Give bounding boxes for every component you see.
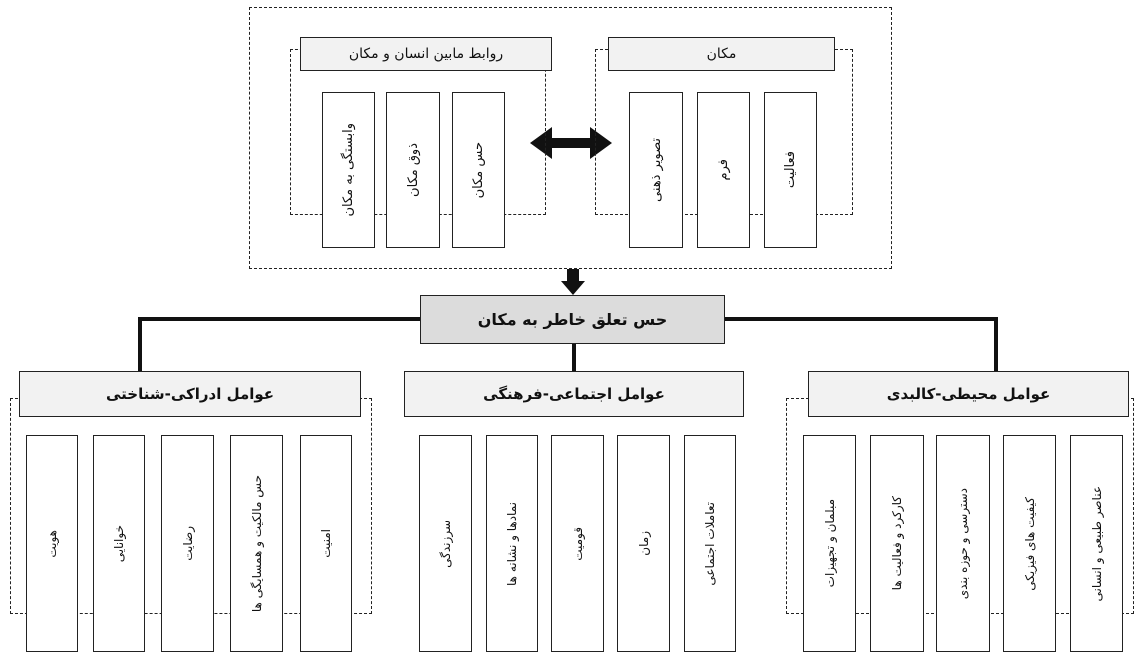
social-item-1: سرزندگی bbox=[419, 435, 472, 652]
human-place-title: روابط مابین انسان و مکان bbox=[300, 37, 552, 71]
cognitive-item-3: رضایت bbox=[161, 435, 214, 652]
social-item-2: نمادها و نشانه ها bbox=[486, 435, 538, 652]
social-item-5: تعاملات اجتماعی bbox=[684, 435, 736, 652]
cognitive-item-label: امنیت bbox=[319, 529, 333, 558]
human-place-item-2: ذوق مکان bbox=[386, 92, 440, 248]
center-title: حس تعلق خاطر به مکان bbox=[420, 295, 725, 344]
physical-item-label: عناصر طبیعی و انسانی bbox=[1089, 485, 1104, 602]
physical-item-2: کارکرد و فعالیت ها bbox=[870, 435, 924, 652]
cognitive-item-2: خوانایی bbox=[93, 435, 145, 652]
place-item-label: فعالیت bbox=[783, 151, 798, 189]
cognitive-item-4: حس مالکیت و همسایگی ها bbox=[230, 435, 283, 652]
human-place-item-1: وابستگی به مکان bbox=[322, 92, 375, 248]
physical-item-label: کیفیت های فیزیکی bbox=[1022, 496, 1037, 591]
cognitive-item-label: خوانایی bbox=[112, 524, 126, 563]
physical-item-3: دسترسی و حوزه بندی bbox=[936, 435, 990, 652]
cognitive-title: عوامل ادراکی-شناختی bbox=[19, 371, 361, 417]
cognitive-item-label: رضایت bbox=[180, 526, 195, 561]
human-place-item-label: حس مکان bbox=[471, 141, 486, 199]
cognitive-item-label: هویت bbox=[45, 529, 59, 558]
physical-item-label: مبلمان و تجهیزات bbox=[822, 499, 837, 588]
place-item-1: تصویر ذهنی bbox=[629, 92, 683, 248]
social-item-label: قومیت bbox=[570, 526, 585, 561]
place-item-3: فعالیت bbox=[764, 92, 817, 248]
human-place-item-label: ذوق مکان bbox=[405, 143, 421, 197]
physical-item-1: مبلمان و تجهیزات bbox=[803, 435, 856, 652]
social-item-3: قومیت bbox=[551, 435, 604, 652]
social-item-label: سرزندگی bbox=[438, 519, 453, 568]
down-arrow-icon bbox=[561, 269, 585, 295]
cognitive-item-label: حس مالکیت و همسایگی ها bbox=[249, 474, 264, 613]
physical-item-5: عناصر طبیعی و انسانی bbox=[1070, 435, 1123, 652]
place-item-label: فرم bbox=[716, 159, 731, 181]
physical-item-label: کارکرد و فعالیت ها bbox=[890, 496, 904, 591]
physical-title: عوامل محیطی-کالبدی bbox=[808, 371, 1129, 417]
top-group-frame bbox=[249, 7, 892, 269]
place-title: مکان bbox=[608, 37, 835, 71]
human-place-item-3: حس مکان bbox=[452, 92, 505, 248]
place-item-label: تصویر ذهنی bbox=[648, 138, 664, 202]
social-item-label: زمان bbox=[636, 531, 651, 556]
human-place-item-label: وابستگی به مکان bbox=[341, 123, 356, 217]
physical-item-4: کیفیت های فیزیکی bbox=[1003, 435, 1056, 652]
social-item-label: تعاملات اجتماعی bbox=[703, 501, 717, 586]
cognitive-item-5: امنیت bbox=[300, 435, 352, 652]
social-title: عوامل اجتماعی-فرهنگی bbox=[404, 371, 744, 417]
place-item-2: فرم bbox=[697, 92, 750, 248]
social-item-4: زمان bbox=[617, 435, 670, 652]
physical-item-label: دسترسی و حوزه بندی bbox=[956, 487, 970, 600]
cognitive-item-1: هویت bbox=[26, 435, 78, 652]
social-item-label: نمادها و نشانه ها bbox=[505, 501, 519, 586]
